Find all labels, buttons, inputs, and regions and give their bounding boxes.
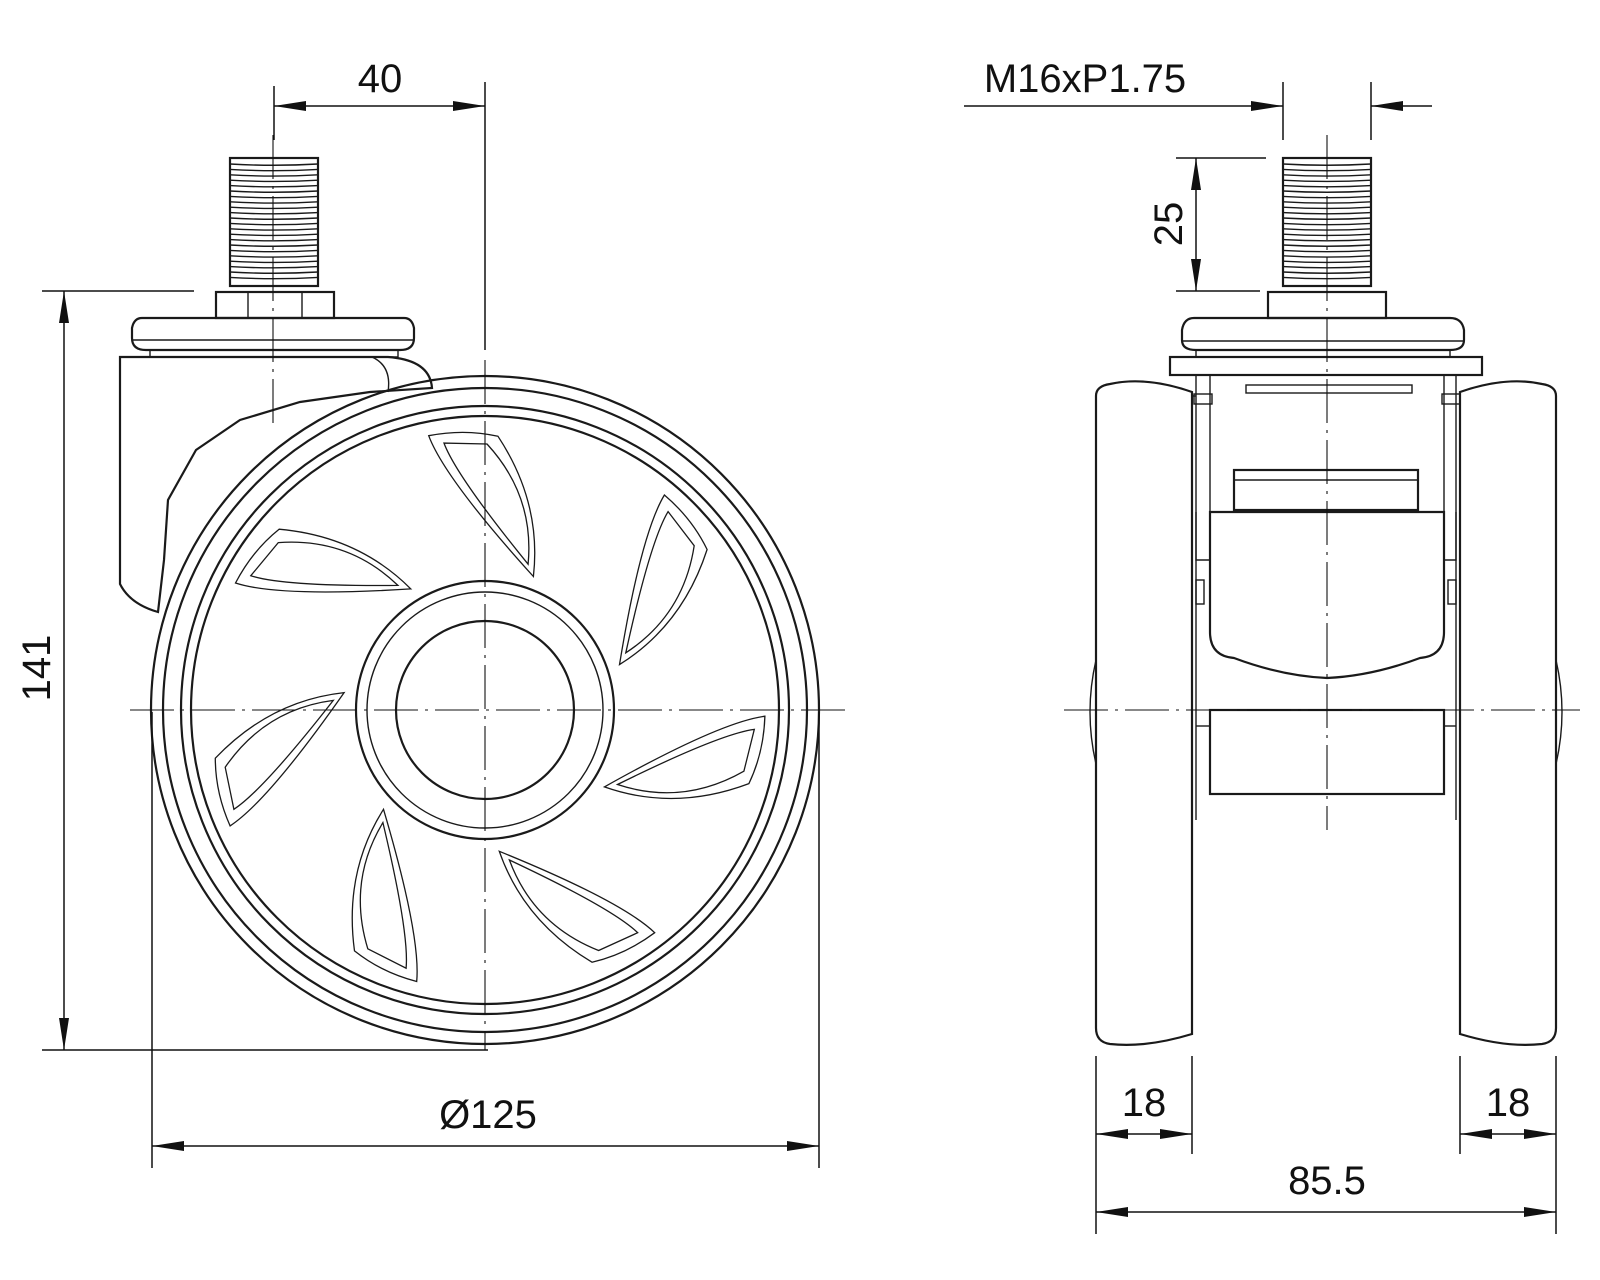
dim-wheel-width-left-label: 18 [1122,1081,1167,1125]
thread-line [1282,249,1372,253]
wheel-fin-inner [508,858,639,952]
front-brake-cover [1195,468,1457,680]
thread-line [229,265,319,269]
front-fork-bracket [1168,355,1484,820]
side-thread-lines [229,163,319,280]
dim-thread: M16xP1.75 [964,57,1432,140]
thread-line [229,260,319,264]
front-wheel-left [1089,380,1196,1046]
dim-diameter-125: Ø125 [151,712,820,1168]
dim-height-141: 141 [15,290,488,1051]
thread-line [229,195,319,199]
wheel-fin-inner [443,442,530,566]
wheel-fin-inner [615,728,756,794]
thread-line [229,163,319,166]
dim-thread-label: M16xP1.75 [984,57,1186,101]
dim-offset-label: 40 [358,57,403,101]
wheel-fin [214,691,346,827]
front-axle-block [1196,708,1456,796]
thread-line [229,228,319,231]
wheel-fin [618,494,708,666]
dim-wheel-width-right-label: 18 [1486,1081,1531,1125]
side-view: 40 141 Ø125 [15,57,848,1168]
dim-wheel-width-right: 18 [1459,1056,1557,1234]
dim-wheel-width-left: 18 [1095,1056,1193,1234]
dim-offset-40: 40 [273,57,486,350]
thread-line [1282,255,1372,258]
front-top-plate [1180,316,1466,358]
thread-line [229,174,319,177]
thread-line [1282,190,1372,193]
thread-line [229,244,319,247]
side-fork-housing [118,355,434,614]
thread-line [229,217,319,220]
front-view: M16xP1.75 25 18 18 [964,57,1580,1234]
dim-stem-25: 25 [1147,157,1266,292]
front-centerlines [1064,135,1580,830]
thread-line [229,179,319,183]
thread-line [229,206,319,210]
side-threaded-stem [228,156,320,288]
wheel-fin [602,715,766,800]
wheel-fin-inner [624,510,695,655]
thread-line [229,184,319,188]
dim-overall-width: 85.5 [1096,1159,1556,1217]
side-hex-nut [214,290,336,320]
thread-line [229,271,319,274]
front-wheel-right [1458,380,1563,1046]
dim-stem-label: 25 [1147,202,1191,247]
wheel-fin [498,850,656,963]
wheel-fin [351,807,418,983]
thread-line [229,168,319,172]
thread-line [229,190,319,193]
dim-height-label: 141 [15,635,59,702]
wheel-fin [427,431,536,579]
thread-line [229,249,319,253]
thread-line [229,238,319,242]
thread-line [229,255,319,258]
thread-line [1282,238,1372,242]
side-centerlines [130,135,848,1050]
thread-line [1282,244,1372,247]
dim-overall-width-label: 85.5 [1288,1159,1366,1203]
wheel-fin-inner [224,699,335,811]
side-wheel-fins [214,431,766,983]
wheel-fin-inner [249,541,400,587]
thread-line [229,233,319,237]
wheel-fin-inner [359,820,408,970]
wheel-fin [234,528,413,593]
thread-line [229,201,319,204]
thread-line [1282,179,1372,183]
thread-line [229,222,319,226]
thread-line [229,276,319,280]
dim-diameter-label: Ø125 [439,1093,537,1137]
thread-line [229,211,319,215]
